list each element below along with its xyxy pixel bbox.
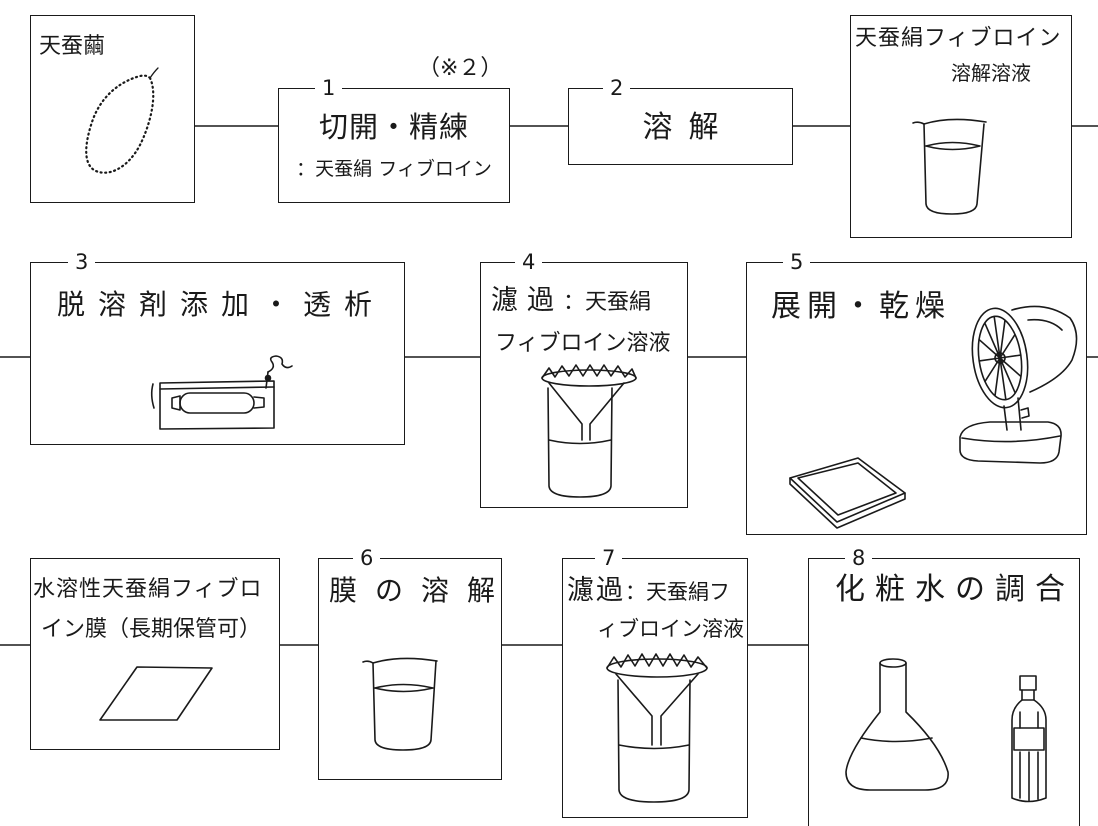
step-number: 7	[595, 546, 623, 570]
cocoon-box: 天蚕繭	[30, 15, 195, 203]
step-7-box: 7 濾過：天蚕絹フ ィブロイン溶液	[562, 546, 748, 818]
step-number: 6	[353, 546, 381, 570]
step-title: 展開・乾燥	[771, 289, 951, 324]
step-2-box: 2 溶解	[568, 76, 793, 165]
step-title: 濾過	[491, 285, 563, 316]
step-number: 8	[845, 546, 873, 570]
step-detail: ：天蚕絹フ	[625, 580, 730, 604]
step-title: 濾過	[567, 575, 625, 606]
step-number: 5	[783, 250, 811, 274]
step-3-box: 3 脱溶剤添加・透析	[30, 250, 405, 445]
step-title: 膜の溶解	[329, 574, 514, 607]
solution-label-line1: 天蚕絹フィブロイン	[855, 26, 1062, 51]
step-title: 溶解	[642, 110, 735, 145]
step-detail: ：天蚕絹	[563, 290, 652, 315]
step-number: 2	[603, 76, 631, 100]
step-number: 4	[515, 250, 543, 274]
step-4-box: 4 濾過：天蚕絹 フィブロイン溶液	[480, 250, 688, 508]
step-number: 1	[315, 76, 343, 100]
membrane-box: 水溶性天蚕絹フィブロ イン膜（長期保管可）	[30, 558, 280, 750]
cocoon-label: 天蚕繭	[39, 34, 106, 59]
solution-label-line2: 溶解溶液	[951, 61, 1031, 85]
step-title-line: 濾過：天蚕絹フ	[567, 575, 730, 606]
step-detail: ：天蚕絹 フィブロイン	[296, 158, 492, 180]
membrane-label-line2: イン膜（長期保管可）	[41, 617, 262, 642]
fibroin-solution-box: 天蚕絹フィブロイン 溶解溶液	[850, 15, 1072, 238]
step-title-line: 濾過：天蚕絹	[491, 285, 651, 316]
step-6-box: 6 膜の溶解	[318, 546, 502, 780]
step-number: 3	[68, 250, 96, 274]
step-title: 化粧水の調合	[835, 572, 1075, 607]
step-detail-line2: フィブロイン溶液	[495, 331, 671, 356]
step-detail-line2: ィブロイン溶液	[597, 617, 744, 641]
membrane-label-line1: 水溶性天蚕絹フィブロ	[33, 577, 263, 602]
step-8-box: 8 化粧水の調合	[808, 546, 1080, 826]
step-title: 脱溶剤添加・透析	[57, 288, 386, 321]
step-5-box: 5 展開・乾燥	[746, 250, 1087, 535]
footnote-marker: （※２）	[418, 56, 503, 81]
step-1-box: 1 切開・精練 ：天蚕絹 フィブロイン	[278, 76, 510, 203]
step-title: 切開・精練	[318, 110, 469, 144]
